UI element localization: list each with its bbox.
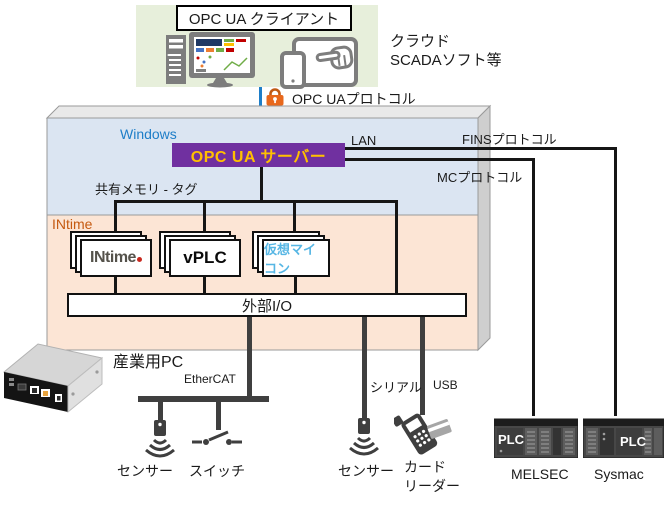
mc-line-vertical [532,158,535,416]
melsec-plc-icon: PLC [494,418,578,458]
card-reader-label-line2: リーダー [404,478,460,494]
serial-label: シリアル [370,380,422,395]
card-reader-label: カード リーダー [404,458,460,496]
external-io-label: 外部I/O [241,297,292,315]
ethercat-drop-line [247,317,252,399]
opcua-protocol-label: OPC UAプロトコル [292,91,416,107]
fins-protocol-label: FINSプロトコル [462,132,557,147]
bus-drop-vplc [203,200,206,232]
fins-line-horizontal [345,147,617,150]
shared-memory-label: 共有メモリ - タグ [95,182,198,197]
vm-card-front: 仮想マイコン [262,239,330,277]
intime-area-label: INtime [52,216,93,232]
melsec-label: MELSEC [511,466,569,482]
serial-line [362,317,367,427]
cloud-note-line1: クラウド [390,33,451,50]
shared-memory-bus [114,200,398,203]
opcua-client-title-box: OPC UA クライアント [176,5,352,31]
bus-drop-io [395,200,398,293]
card-reader-icon [394,413,452,455]
windows-label: Windows [120,126,177,142]
fins-line-vertical [614,147,617,416]
switch-drop-line [216,402,221,430]
intime-card-front: INtime [80,239,152,277]
sensor1-drop-line [158,402,163,422]
opcua-server-label: OPC UA サーバー [190,149,327,166]
usb-line [420,317,425,415]
melsec-plc-badge: PLC [498,432,525,447]
tablet-touch-icon [280,37,358,89]
vm-runtime-label: 仮想マイコン [264,242,317,276]
industrial-pc-icon [2,343,104,414]
vplc-card-front: vPLC [169,239,241,277]
ethercat-label: EtherCAT [184,372,236,386]
server-bus-drop [260,167,263,202]
intime-io-connector [114,277,117,293]
sensor1-label: センサー [117,463,173,479]
switch-icon [192,430,242,445]
switch-label: スイッチ [189,463,245,479]
sensor-icon [349,418,379,456]
opcua-client-title: OPC UA クライアント [188,10,340,28]
vplc-runtime-label: vPLC [183,248,227,267]
sensor-icon [145,420,175,458]
industrial-pc-caption: 産業用PC [113,354,184,371]
lock-icon [266,88,284,106]
vm-io-connector [294,277,297,293]
industrial-pc-enclosure [45,104,492,352]
external-io-box: 外部I/O [67,293,467,317]
sensor2-label: センサー [338,463,394,479]
bus-drop-intime [114,200,117,232]
cloud-note-line2: SCADAソフト等 [390,52,502,69]
mc-line-horizontal [345,158,535,161]
sysmac-label: Sysmac [594,466,644,482]
cloud-note: クラウド SCADAソフト等 [390,32,502,70]
vplc-io-connector [203,277,206,293]
usb-label: USB [433,378,458,392]
card-reader-label-line1: カード [404,459,446,475]
opcua-server-box: OPC UA サーバー [172,143,345,167]
sysmac-plc-icon: PLC [583,418,664,458]
lan-label: LAN [351,133,377,148]
sysmac-plc-badge: PLC [620,434,647,449]
intime-runtime-label: INtime [90,249,136,266]
bus-drop-vm [293,200,296,232]
intime-logo-dot [136,256,142,262]
ethercat-bus-line [138,396,269,402]
mc-protocol-label: MCプロトコル [437,170,523,185]
desktop-pc-icon [166,32,255,88]
